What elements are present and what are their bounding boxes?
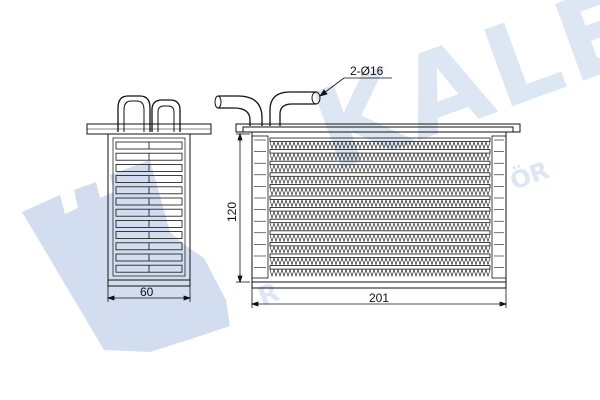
front-elbow-pipe-2 [269, 91, 316, 126]
length-dimension [250, 288, 508, 308]
front-tube [269, 230, 491, 235]
front-fin-row [269, 153, 491, 162]
front-bottom-tank [251, 281, 507, 289]
front-fin-row [269, 199, 491, 208]
width-dimension [106, 283, 192, 302]
front-tube [269, 160, 491, 166]
length-dim-label: 201 [369, 291, 389, 305]
pipe-leader [319, 77, 392, 97]
front-fin-row [269, 269, 491, 278]
pipe-dim-label: 2-Ø16 [350, 64, 384, 78]
front-fin-row [269, 246, 491, 254]
front-fin-row [269, 223, 491, 231]
front-right-tank [491, 135, 507, 279]
height-dimension [236, 132, 250, 284]
front-tube [269, 195, 491, 200]
side-pipe-right [151, 99, 181, 132]
front-fin-row [269, 211, 491, 220]
front-fin-row [269, 141, 491, 150]
front-tube [269, 207, 491, 212]
side-core-rows [115, 141, 183, 273]
front-tube [269, 253, 491, 258]
front-fin-row [269, 257, 491, 266]
side-pipe-left [117, 95, 151, 132]
front-tube [269, 218, 491, 224]
watermark-sub-fragment: ÖR [506, 154, 553, 195]
front-view [214, 91, 521, 289]
front-tube [269, 265, 491, 270]
width-dim-label: 60 [140, 285, 154, 299]
front-tube [269, 172, 491, 177]
kale-logo-mark [22, 160, 230, 352]
front-fin-row [269, 234, 491, 243]
front-left-tank [251, 135, 269, 279]
front-tube [269, 241, 491, 247]
front-tube [269, 137, 491, 142]
watermark-brand: KALE [297, 0, 600, 197]
front-tube [269, 149, 491, 154]
front-fin-row [269, 176, 491, 185]
front-elbow-pipe-1 [218, 95, 263, 126]
height-dim-label: 120 [225, 202, 239, 222]
watermark-sub-partial: R [254, 278, 283, 313]
front-tube [269, 183, 491, 189]
front-fin-row [269, 165, 491, 173]
front-core-rows [254, 137, 504, 278]
front-fin-row [269, 188, 491, 196]
